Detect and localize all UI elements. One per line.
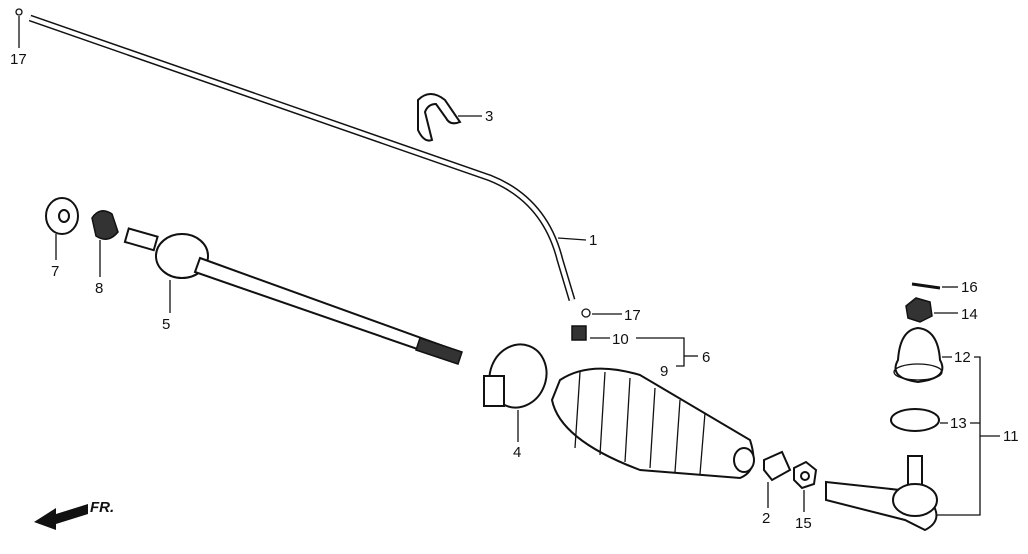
callout-3: 3 <box>485 108 493 125</box>
clamp-3 <box>417 93 462 142</box>
arrow-left-icon <box>34 504 88 530</box>
callout-6: 6 <box>702 349 710 366</box>
tie-rod-5 <box>123 227 463 365</box>
boot-9 <box>550 367 755 480</box>
callout-10: 10 <box>612 331 629 348</box>
callout-4: 4 <box>513 444 521 461</box>
clip-ring-13 <box>890 408 940 432</box>
callout-11: 11 <box>1003 428 1019 445</box>
front-label: FR. <box>90 499 114 516</box>
callout-13: 13 <box>950 415 967 432</box>
clip-17-top <box>15 8 23 16</box>
bolt-10 <box>571 325 587 341</box>
clip-17 <box>581 308 591 318</box>
callout-16: 16 <box>961 279 978 296</box>
callout-15: 15 <box>795 515 812 532</box>
dust-seal-12 <box>893 326 944 384</box>
boot-band-4 <box>483 343 548 409</box>
callout-12: 12 <box>954 349 971 366</box>
leader-lines <box>18 16 1000 516</box>
front-direction-indicator: FR. <box>34 499 114 530</box>
callout-1: 1 <box>589 232 597 249</box>
callout-9: 9 <box>660 363 668 380</box>
callout-7: 7 <box>51 263 59 280</box>
tie-rod-end-11 <box>825 455 938 532</box>
callout-8: 8 <box>95 280 103 297</box>
castle-nut-14 <box>905 297 933 323</box>
washer-7 <box>45 197 79 235</box>
cotter-pin-16 <box>911 282 941 290</box>
lock-washer-8 <box>91 210 119 240</box>
boot-clip-2 <box>763 450 792 482</box>
callout-14: 14 <box>961 306 978 323</box>
callout-2: 2 <box>762 510 770 527</box>
lock-nut-15 <box>793 460 818 490</box>
callout-5: 5 <box>162 316 170 333</box>
air-tube <box>15 8 576 302</box>
callout-17: 17 <box>10 51 27 68</box>
callout-17b: 17 <box>624 307 641 324</box>
